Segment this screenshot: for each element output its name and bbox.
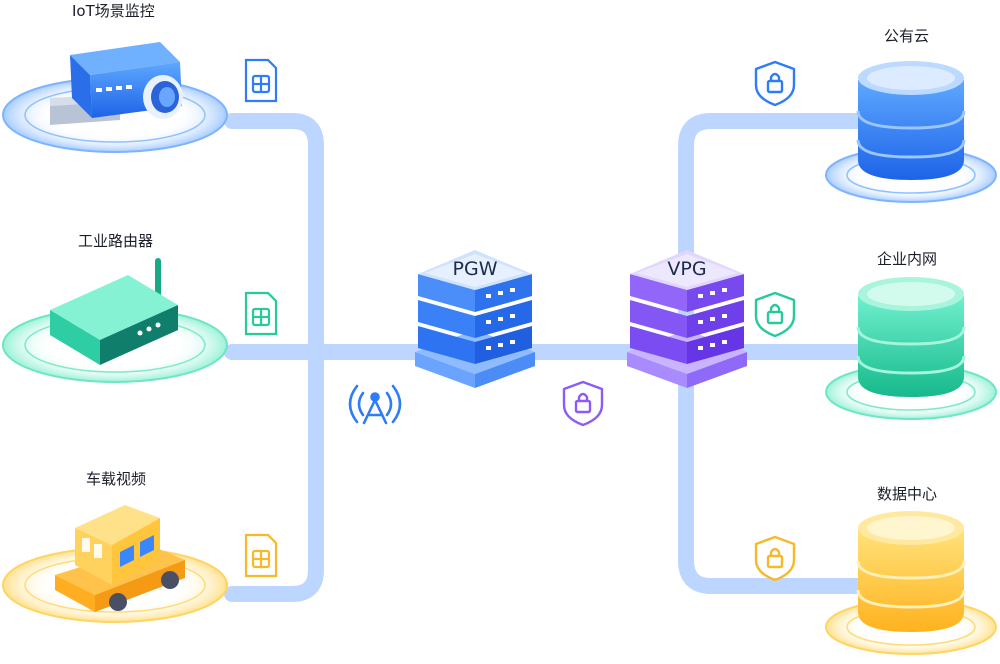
sim-card-icon <box>244 58 278 103</box>
link-datacenter <box>678 344 873 594</box>
lock-shield-icon <box>754 291 796 338</box>
lock-shield-icon <box>754 60 796 107</box>
public-cloud-label: 公有云 <box>884 27 930 45</box>
antenna-icon <box>348 384 402 425</box>
vpg-label: VPG <box>667 258 706 280</box>
pgw-label: PGW <box>453 258 498 280</box>
link-iot <box>224 113 324 360</box>
router-icon <box>50 258 178 365</box>
lock-shield-icon <box>754 535 796 582</box>
public-cloud-database-icon <box>825 61 997 203</box>
vpg-server-icon <box>627 250 747 388</box>
car-icon <box>55 505 185 612</box>
sim-card-icon <box>244 291 278 336</box>
link-cloud <box>678 113 873 360</box>
vehicle-video-label: 车载视频 <box>86 470 147 488</box>
pgw-server-icon <box>415 250 535 388</box>
camera-icon <box>50 42 183 125</box>
industrial-router-label: 工业路由器 <box>78 232 154 250</box>
data-center-database-icon <box>825 511 997 655</box>
data-center-label: 数据中心 <box>877 485 938 503</box>
link-vehicle <box>224 344 324 602</box>
lock-shield-icon <box>562 380 604 427</box>
connection-lines <box>224 113 873 602</box>
enterprise-intranet-label: 企业内网 <box>877 250 938 268</box>
enterprise-intranet-database-icon <box>825 277 997 420</box>
iot-monitoring-label: IoT场景监控 <box>72 2 155 20</box>
sim-card-icon <box>244 533 278 578</box>
